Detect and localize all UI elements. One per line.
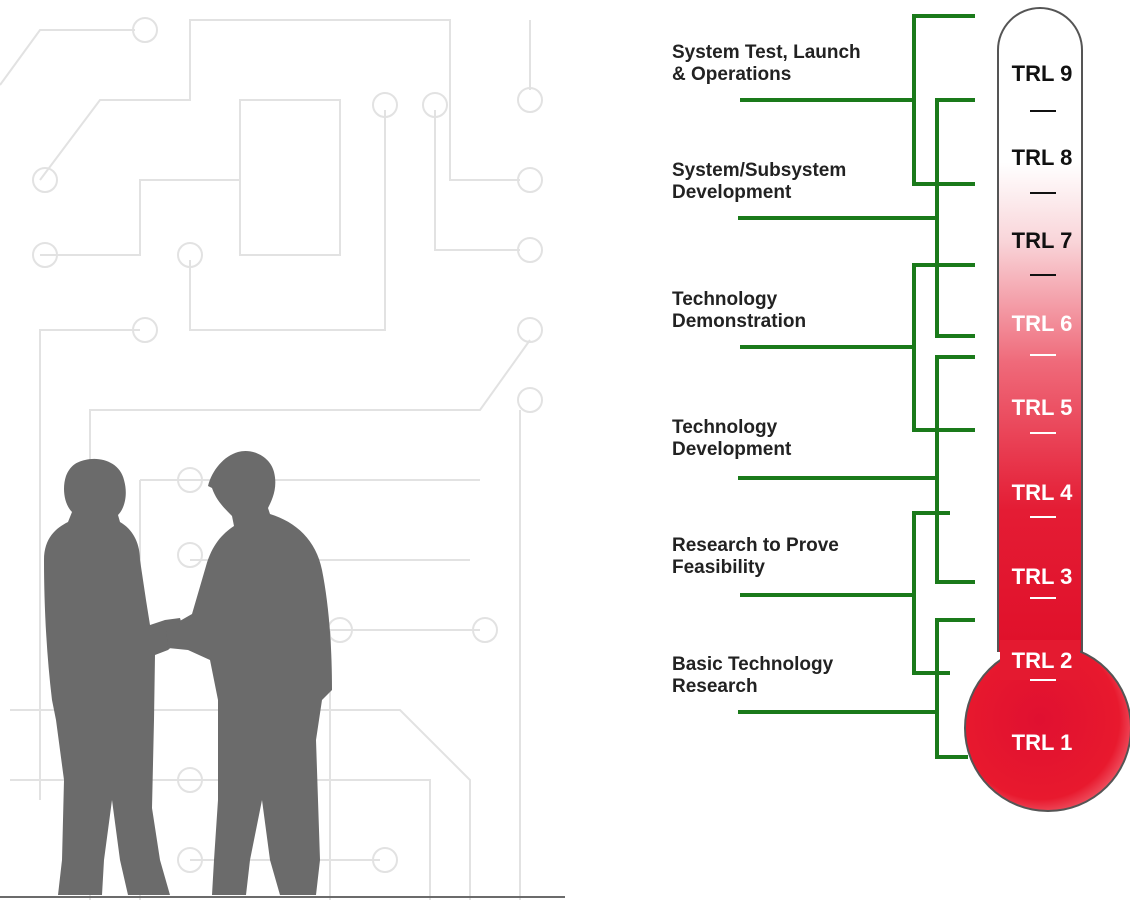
thermometer-outline <box>997 7 1083 652</box>
phase-tech-dev-line-1: Technology <box>672 417 778 438</box>
left-person-silhouette <box>44 458 185 895</box>
phase-system-test-line-1: System Test, Launch <box>672 42 861 63</box>
phase-research-feasibility-line-1: Research to Prove <box>672 535 839 556</box>
trl-3-label: TRL 3 <box>1012 564 1073 589</box>
trl-7-label: TRL 7 <box>1012 228 1073 253</box>
phase-brackets <box>738 14 975 759</box>
trl-5-label: TRL 5 <box>1012 395 1073 420</box>
phase-system-test-label: System Test, Launch& Operations <box>672 42 861 85</box>
trl-4-label: TRL 4 <box>1012 480 1073 505</box>
trl-8-label: TRL 8 <box>1012 145 1073 170</box>
phase-system-test-line-2: & Operations <box>672 64 791 85</box>
phase-tech-demo-line-1: Technology <box>672 289 778 310</box>
right-person-silhouette <box>166 450 332 895</box>
trl-9-label: TRL 9 <box>1012 61 1073 86</box>
phase-system-dev-line-2: Development <box>672 182 792 203</box>
phase-research-feasibility-line-2: Feasibility <box>672 557 765 578</box>
trl-6-label: TRL 6 <box>1012 311 1073 336</box>
phase-basic-research-line-2: Research <box>672 676 758 697</box>
phase-tech-demo-line-2: Demonstration <box>672 311 806 332</box>
trl-1-label: TRL 1 <box>1012 730 1073 755</box>
handshake-silhouette <box>44 450 332 895</box>
phase-basic-research-line-1: Basic Technology <box>672 654 834 675</box>
phase-system-dev-line-1: System/Subsystem <box>672 160 846 181</box>
trl-thermometer: TRL 9 TRL 8 TRL 7 TRL 6 TRL 5 TRL 4 TRL 3 TRL 2… <box>964 7 1130 812</box>
trl-tick-marks <box>1030 110 1056 681</box>
trl-2-label: TRL 2 <box>1012 648 1073 673</box>
phase-tech-dev-line-2: Development <box>672 439 792 460</box>
